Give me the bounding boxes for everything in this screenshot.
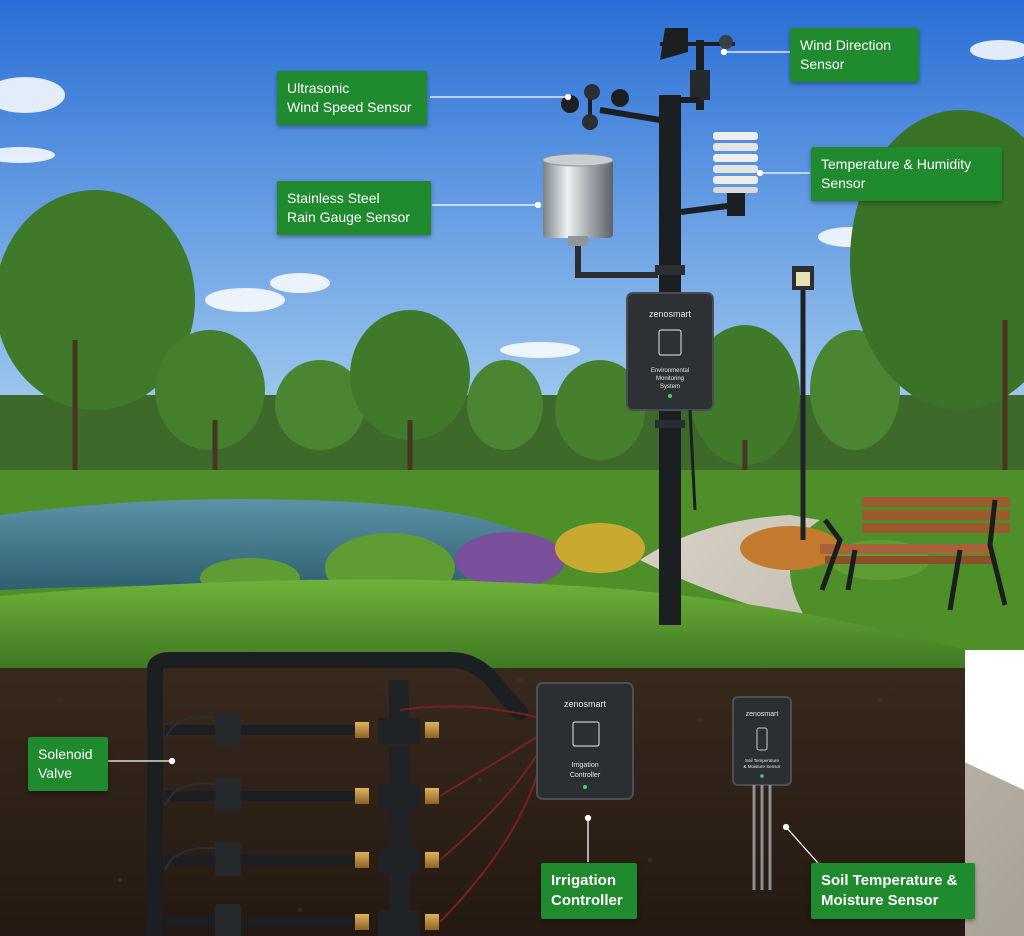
irrigation-box-line-2: Controller: [570, 772, 601, 779]
wind-direction-vane: [660, 28, 735, 110]
soil-sensor-device: zenosmart Soil Temperature & Moisture Se…: [732, 696, 792, 890]
label-line: Ultrasonic: [287, 80, 350, 96]
label-line: Valve: [38, 765, 72, 781]
label-line: Sensor: [821, 175, 866, 191]
label-solenoid-valve: Solenoid Valve: [28, 737, 108, 791]
label-soil-temperature-moisture-sensor: Soil Temperature & Moisture Sensor: [811, 863, 975, 919]
wind-speed-anemometer: [561, 84, 661, 130]
environmental-monitoring-box: zenosmart Environmental Monitoring Syste…: [626, 292, 714, 511]
irrigation-box-line-1: Irrigation: [571, 762, 598, 769]
control-wiring: [399, 705, 541, 923]
label-temperature-humidity-sensor: Temperature & Humidity Sensor: [811, 147, 1002, 201]
soil-box-brand: zenosmart: [746, 711, 779, 718]
supply-pipe: [147, 652, 528, 936]
label-rain-gauge-sensor: Stainless Steel Rain Gauge Sensor: [277, 181, 431, 235]
label-line: Moisture Sensor: [821, 892, 939, 909]
env-box-line-2: Monitoring: [656, 376, 684, 382]
label-line: Soil Temperature &: [821, 872, 958, 889]
soil-box-line-1: Soil Temperature: [745, 758, 779, 763]
irrigation-box-brand: zenosmart: [564, 699, 607, 709]
grass-surface: [0, 579, 965, 668]
label-line: Irrigation: [551, 872, 617, 889]
rain-gauge: [542, 153, 658, 278]
lamp-post: [792, 266, 814, 540]
label-wind-direction-sensor: Wind Direction Sensor: [790, 28, 919, 82]
soil-box-line-2: & Moisture Sensor: [743, 764, 781, 769]
sensor-wiring: [164, 716, 216, 871]
irrigation-controller-box: zenosmart Irrigation Controller: [536, 682, 634, 800]
label-line: Solenoid: [38, 746, 93, 762]
valve-row-2: [165, 746, 439, 812]
valve-row-1: [165, 680, 439, 746]
label-irrigation-controller: Irrigation Controller: [541, 863, 637, 919]
label-line: Wind Direction: [800, 37, 892, 53]
valve-row-3: [165, 810, 439, 876]
env-box-brand: zenosmart: [649, 309, 692, 319]
park-bench: [819, 497, 1010, 611]
temp-humidity-shield: [680, 132, 758, 216]
valve-row-4: [165, 874, 439, 936]
valve-branches: [165, 680, 439, 936]
env-box-line-3: System: [660, 384, 680, 390]
label-wind-speed-sensor: Ultrasonic Wind Speed Sensor: [277, 71, 427, 125]
leader-lines: [108, 48, 819, 864]
label-line: Temperature & Humidity: [821, 156, 972, 172]
env-box-line-1: Environmental: [651, 368, 689, 374]
label-line: Wind Speed Sensor: [287, 99, 412, 115]
label-line: Rain Gauge Sensor: [287, 209, 410, 225]
label-line: Sensor: [800, 56, 845, 72]
label-line: Stainless Steel: [287, 190, 380, 206]
label-line: Controller: [551, 892, 623, 909]
